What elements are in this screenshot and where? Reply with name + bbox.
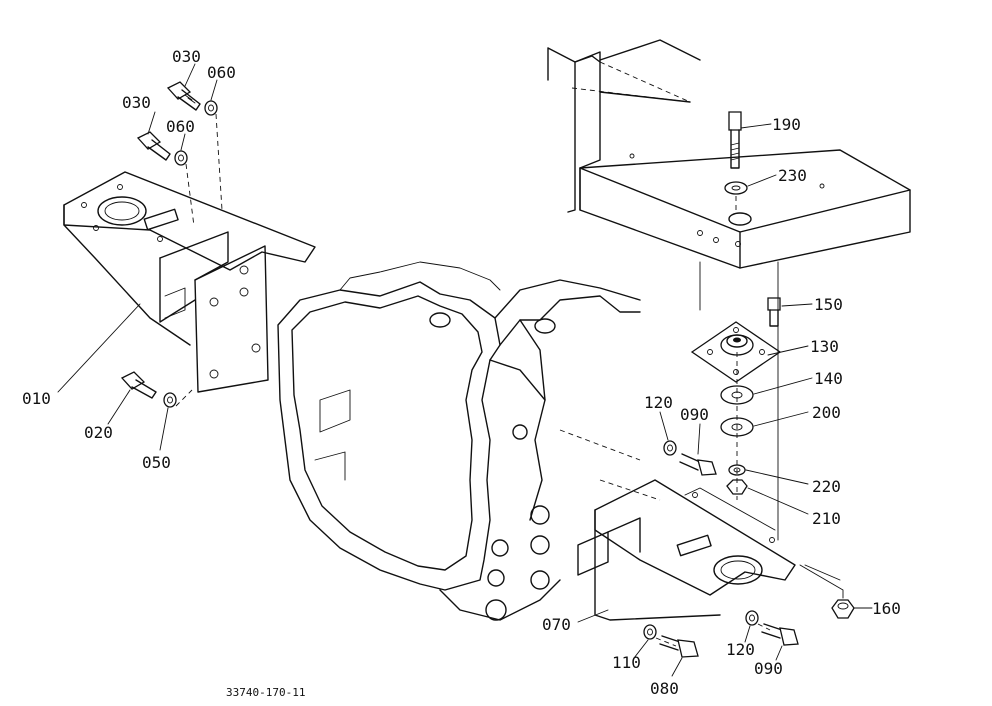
rubber-mount-130 (690, 321, 782, 383)
label-060-lower: 060 (166, 117, 195, 136)
label-090-lower: 090 (754, 659, 783, 678)
label-060-top: 060 (207, 63, 236, 82)
label-210: 210 (812, 509, 841, 528)
label-030-top: 030 (172, 47, 201, 66)
bolt-080 (659, 635, 699, 658)
label-080: 080 (650, 679, 679, 698)
bolt-190 (728, 111, 742, 169)
assembly-axes (175, 113, 844, 647)
label-120-upper: 120 (644, 393, 673, 412)
bolt-090-lower (761, 623, 799, 646)
washer-120-lower (745, 610, 759, 626)
bolt-030-lower (136, 131, 171, 161)
washer-230 (724, 181, 748, 195)
label-220: 220 (812, 477, 841, 496)
label-230: 230 (778, 166, 807, 185)
label-140: 140 (814, 369, 843, 388)
washer-060-lower (174, 150, 188, 166)
transmission-case (277, 261, 661, 621)
bolt-020 (120, 371, 157, 399)
label-020: 020 (84, 423, 113, 442)
right-bracket (577, 479, 841, 621)
label-110: 110 (612, 653, 641, 672)
label-150: 150 (814, 295, 843, 314)
label-010: 010 (22, 389, 51, 408)
washer-060-top (204, 100, 218, 116)
label-050: 050 (142, 453, 171, 472)
label-120-lower: 120 (726, 640, 755, 659)
left-bracket (63, 171, 316, 393)
washer-120-upper (663, 440, 677, 456)
label-200: 200 (812, 403, 841, 422)
part-labels: 030 060 030 060 010 020 050 190 230 150 … (22, 47, 901, 698)
reference-code: 33740-170-11 (226, 686, 305, 699)
leader-lines (57, 63, 873, 677)
nut-160 (831, 599, 855, 619)
bolt-030-top (166, 81, 201, 111)
frame (547, 39, 911, 269)
label-190: 190 (772, 115, 801, 134)
washer-050 (163, 392, 177, 408)
label-090-upper: 090 (680, 405, 709, 424)
label-160: 160 (872, 599, 901, 618)
label-030-lower: 030 (122, 93, 151, 112)
label-070: 070 (542, 615, 571, 634)
bolt-090-upper (679, 453, 717, 476)
washer-110 (643, 624, 657, 640)
label-130: 130 (810, 337, 839, 356)
